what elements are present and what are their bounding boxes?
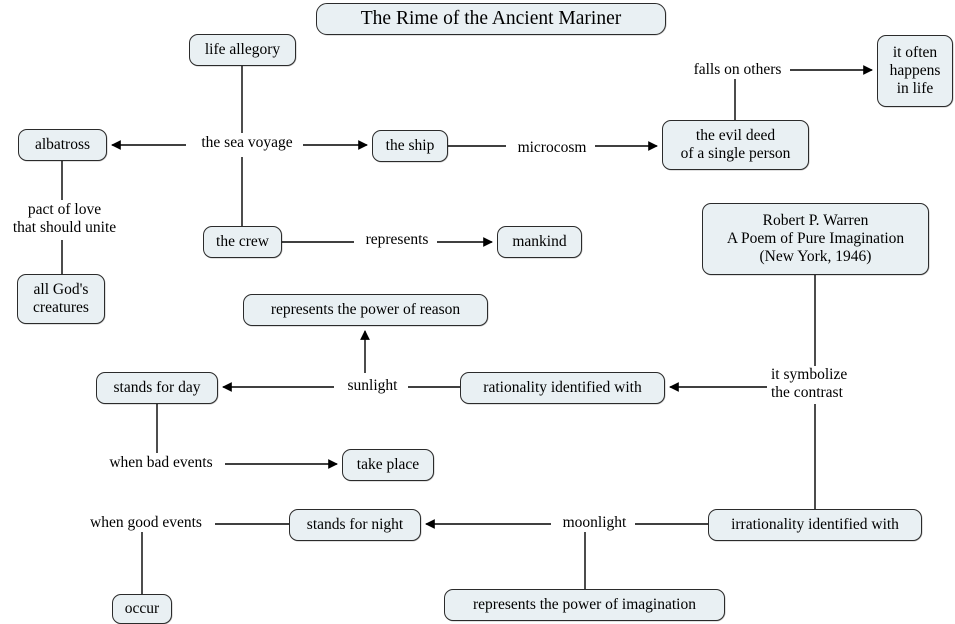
- edge-label-pact-of-love: pact of love that should unite: [5, 201, 124, 238]
- node-stands-for-day[interactable]: stands for day: [96, 372, 218, 404]
- node-albatross[interactable]: albatross: [18, 129, 107, 161]
- edge-label-sunlight: sunlight: [337, 377, 408, 396]
- edge-label-the-sea-voyage: the sea voyage: [191, 134, 303, 153]
- node-the-ship[interactable]: the ship: [372, 130, 448, 162]
- node-the-crew[interactable]: the crew: [203, 226, 282, 258]
- node-take-place[interactable]: take place: [342, 449, 434, 481]
- edge-label-represents: represents: [357, 231, 437, 250]
- node-mankind[interactable]: mankind: [497, 226, 582, 258]
- edge-label-microcosm: microcosm: [509, 139, 595, 158]
- node-evil-deed[interactable]: the evil deed of a single person: [662, 120, 809, 170]
- node-represents-power-of-reason[interactable]: represents the power of reason: [243, 294, 488, 326]
- node-life-allegory[interactable]: life allegory: [189, 34, 296, 66]
- node-title[interactable]: The Rime of the Ancient Mariner: [316, 3, 666, 35]
- node-irrationality-identified-with[interactable]: irrationality identified with: [708, 509, 922, 541]
- node-all-gods-creatures[interactable]: all God's creatures: [17, 274, 105, 324]
- node-occur[interactable]: occur: [112, 594, 172, 624]
- node-stands-for-night[interactable]: stands for night: [289, 509, 421, 541]
- edge-label-falls-on-others: falls on others: [685, 61, 790, 80]
- edge-label-when-good-events: when good events: [77, 514, 215, 533]
- node-it-often-happens-in-life[interactable]: it often happens in life: [877, 35, 953, 107]
- node-warren-citation[interactable]: Robert P. Warren A Poem of Pure Imaginat…: [702, 203, 929, 275]
- edge-label-moonlight: moonlight: [554, 514, 635, 533]
- node-represents-power-of-imagination[interactable]: represents the power of imagination: [444, 589, 725, 621]
- edge-label-when-bad-events: when bad events: [97, 454, 225, 473]
- edge-label-it-symbolize-the-contrast: it symbolize the contrast: [769, 366, 883, 403]
- node-rationality-identified-with[interactable]: rationality identified with: [460, 372, 665, 404]
